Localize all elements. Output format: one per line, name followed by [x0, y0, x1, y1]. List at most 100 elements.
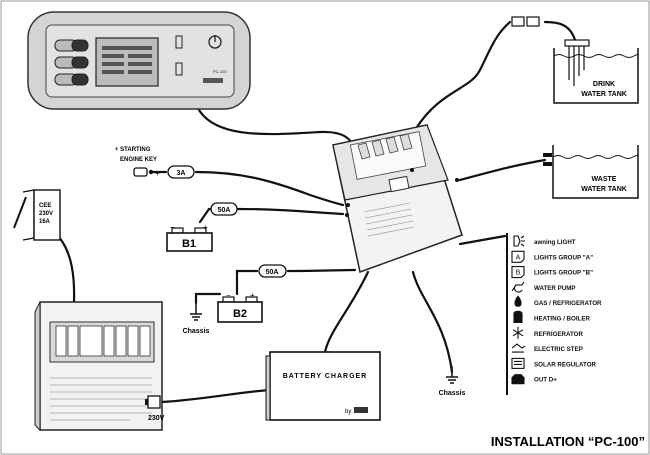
- water-pump-icon: [511, 281, 525, 293]
- legend-label: HEATING / BOILER: [534, 316, 590, 323]
- b1-plus: +: [203, 223, 208, 232]
- fuse-3a-label: 3A: [177, 170, 186, 177]
- panel-switches: [54, 39, 89, 86]
- box-latch: [388, 175, 410, 193]
- b1-label: B1: [182, 238, 196, 250]
- fuse-50a-b2: 50A: [258, 264, 287, 278]
- unit-warning-text: [50, 377, 152, 421]
- chassis-left-label: Chassis: [183, 328, 210, 335]
- mains-voltage-label: 230V: [148, 415, 165, 422]
- wire-cee-to-unit: [50, 228, 76, 304]
- charger-by: by: [345, 409, 351, 415]
- wire-drink-tank-sensor: [543, 20, 577, 42]
- charger-label: BATTERY CHARGER: [283, 373, 367, 380]
- starting-engine-key: + STARTING ENGINE KEY +: [115, 147, 160, 178]
- power-supply-unit: [34, 301, 163, 432]
- b2-plus: +: [250, 291, 255, 300]
- legend-symbol: A: [516, 254, 521, 261]
- electric-step-icon: [511, 343, 526, 353]
- wire-panel-to-box: [194, 102, 357, 152]
- power-button[interactable]: [208, 35, 222, 49]
- battery-b2: − + B2: [217, 291, 263, 323]
- legend-row: B LIGHTS GROUP "B": [511, 266, 593, 279]
- fuse-3a: 3A: [167, 165, 195, 179]
- wire-box-to-charger: [323, 270, 370, 354]
- b2-label: B2: [233, 308, 247, 320]
- wire-box-to-chassis: [411, 270, 454, 374]
- waste-water-tank: WASTE WATER TANK: [543, 145, 639, 199]
- wire-box-to-outputs: [458, 234, 507, 246]
- legend-row: WATER PUMP: [511, 281, 575, 293]
- cee-label-2: 230V: [39, 211, 53, 217]
- cee-label-3: 16A: [39, 219, 51, 225]
- legend-row: GAS / REFRIGERATOR: [514, 295, 602, 307]
- level-sensor-head: [564, 39, 590, 47]
- key-connector-icon: [133, 167, 154, 177]
- box-label-text: [363, 202, 415, 237]
- waste-tank-label-2: WATER TANK: [581, 186, 627, 193]
- legend-row: ELECTRIC STEP: [511, 343, 583, 353]
- legend-label: WATER PUMP: [534, 285, 575, 292]
- wire-b2-to-box: [235, 268, 357, 296]
- out-d-plus-icon: [511, 374, 525, 385]
- legend-row: REFRIGERATOR: [512, 326, 583, 339]
- drink-tank-label-1: DRINK: [593, 81, 615, 88]
- panel-display-bars: [102, 46, 152, 74]
- wire-box-to-waste-tank: [458, 158, 547, 182]
- diagram-title: INSTALLATION “PC-100”: [491, 434, 645, 449]
- starting-key-label-1: + STARTING: [115, 147, 151, 153]
- legend-label: REFRIGERATOR: [534, 331, 583, 338]
- chassis-right-label: Chassis: [439, 390, 466, 397]
- waste-tank-probes: [543, 153, 552, 166]
- fuse-50a-b2-label: 50A: [266, 269, 279, 276]
- legend-row: awning LIGHT: [513, 235, 576, 247]
- legend-label: ELECTRIC STEP: [534, 346, 583, 353]
- wire-unit-to-charger: [160, 388, 272, 404]
- b2-minus: −: [226, 291, 231, 300]
- tank-gauge-icon: [175, 35, 183, 76]
- box-terminals: [345, 168, 459, 217]
- battery-charger: BATTERY CHARGER by: [265, 351, 381, 421]
- wire-key-to-box: [150, 170, 345, 207]
- chassis-ground-left: Chassis: [183, 303, 210, 335]
- legend-symbol: B: [516, 270, 521, 277]
- wire-b2-to-chassis: [194, 292, 222, 305]
- heating-boiler-icon: [513, 310, 523, 324]
- fuse-50a-b1: 50A: [210, 202, 238, 216]
- mains-plug: 230V: [145, 395, 165, 422]
- gas-refrigerator-icon: [514, 295, 522, 307]
- refrigerator-icon: [512, 326, 524, 339]
- b1-minus: −: [170, 223, 175, 232]
- waste-tank-label-1: WASTE: [592, 176, 617, 183]
- legend-label: OUT D+: [534, 377, 557, 384]
- awning-light-icon: [513, 235, 525, 247]
- cee-label-1: CEE: [39, 203, 51, 209]
- wire-box-to-drink-tank: [413, 20, 512, 132]
- battery-b1: − + B1: [166, 223, 213, 252]
- inline-connector: [511, 16, 540, 27]
- key-plus-sign: +: [155, 169, 160, 178]
- legend-label: LIGHTS GROUP "B": [534, 270, 593, 277]
- legend-label: GAS / REFRIGERATOR: [534, 300, 602, 307]
- wiring: [50, 20, 577, 404]
- solar-regulator-icon: [511, 357, 525, 369]
- charger-brand-logo: [354, 407, 368, 413]
- panel-brand-logo: [203, 78, 223, 83]
- control-panel: PC-100: [27, 11, 251, 110]
- panel-model: PC-100: [213, 69, 227, 74]
- chassis-ground-right: Chassis: [439, 366, 466, 397]
- fuse-50a-b1-label: 50A: [218, 207, 231, 214]
- drink-water-tank: DRINK WATER TANK: [511, 16, 639, 104]
- legend-row: SOLAR REGULATOR: [511, 357, 597, 369]
- starting-key-label-2: ENGINE KEY: [120, 157, 157, 163]
- drink-tank-label-2: WATER TANK: [581, 91, 627, 98]
- legend-label: SOLAR REGULATOR: [534, 361, 597, 368]
- legend-row: HEATING / BOILER: [513, 310, 590, 324]
- lights-group-b-icon: B: [511, 266, 525, 279]
- legend-row: OUT D+: [511, 374, 557, 385]
- legend-label: awning LIGHT: [534, 239, 576, 246]
